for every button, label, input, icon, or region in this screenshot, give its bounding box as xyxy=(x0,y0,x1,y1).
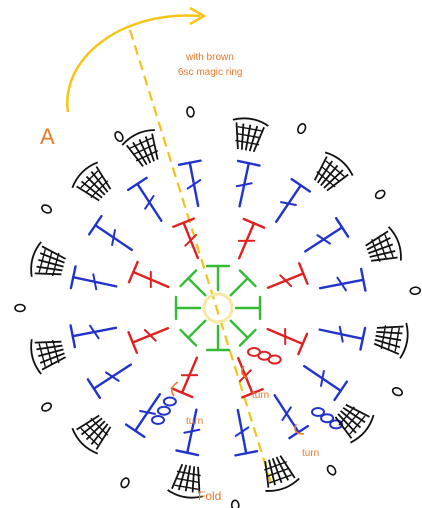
shell-cluster xyxy=(71,161,112,202)
chain-stitch-icon xyxy=(297,122,307,135)
shell-cluster xyxy=(263,455,300,492)
chain-stitch-icon xyxy=(311,407,344,430)
note-line-1: with brown xyxy=(185,52,234,63)
round2-stitch xyxy=(266,327,309,356)
round3-stitch xyxy=(274,177,312,223)
chain-stitch-icon xyxy=(114,131,124,142)
chain-stitch-icon xyxy=(151,396,177,425)
turn-label-2: turn xyxy=(252,390,269,401)
round3-stitch xyxy=(318,325,367,351)
round2-stitch xyxy=(237,356,264,399)
round3-stitch xyxy=(273,394,310,440)
chain-stitch-icon xyxy=(374,189,386,200)
round2-stitch xyxy=(266,262,309,289)
shell-cluster xyxy=(71,414,112,455)
round2-stitch xyxy=(170,356,199,399)
round3-stitch xyxy=(234,408,259,457)
curved-arrow-icon xyxy=(66,14,201,113)
round1-stitch xyxy=(229,269,257,297)
round1-stitch xyxy=(179,319,207,347)
arrowhead xyxy=(189,6,207,26)
section-letter: A xyxy=(40,124,55,149)
round3-stitch xyxy=(235,159,261,208)
round1-stitch xyxy=(174,295,202,321)
round1-stitch xyxy=(179,269,207,297)
chain-stitch-icon xyxy=(120,477,130,489)
fold-label: Fold xyxy=(198,489,221,503)
magic-ring xyxy=(202,292,234,324)
chain-stitch-icon xyxy=(14,303,26,313)
round3-stitch xyxy=(126,176,163,222)
shell-cluster xyxy=(121,129,159,167)
turn-arrow-icon xyxy=(240,365,249,379)
round3-stitch xyxy=(303,364,349,402)
shell-cluster xyxy=(373,322,409,359)
round1-stitch xyxy=(205,324,231,352)
round2-stitch xyxy=(127,327,170,354)
shell-cluster xyxy=(334,403,375,444)
round1-stitch xyxy=(234,295,262,321)
shell-cluster xyxy=(365,226,402,263)
turn-arrow-icon xyxy=(294,423,305,435)
round3-stitch xyxy=(87,214,133,252)
round3-stitch xyxy=(177,159,202,208)
chain-stitch-icon xyxy=(391,387,404,397)
round1-stitch xyxy=(205,264,231,292)
round2-stitch xyxy=(127,260,170,289)
chain-stitches xyxy=(151,347,344,430)
shell-cluster xyxy=(313,151,354,192)
shell-cluster xyxy=(167,463,204,499)
round3-stitch xyxy=(175,408,201,457)
shell-cluster xyxy=(232,117,269,153)
chain-stitch-icon xyxy=(41,402,52,412)
turn-arrow-icon xyxy=(170,381,179,397)
stitch-symbols xyxy=(69,159,367,457)
chain-stitch-icon xyxy=(230,499,240,508)
turn-label-3: turn xyxy=(302,448,319,459)
turn-label-1: turn xyxy=(186,416,203,427)
chain-stitch-icon xyxy=(41,204,52,214)
round1-stitch xyxy=(229,319,257,347)
round3-stitch xyxy=(69,324,118,349)
round2-stitch xyxy=(172,217,199,260)
chain-stitch-icon xyxy=(326,464,337,476)
shell-cluster xyxy=(30,339,66,375)
note-line-2: 6sc magic ring xyxy=(178,67,242,78)
round2-stitch xyxy=(237,217,266,260)
round3-stitch xyxy=(86,363,132,400)
round3-stitch xyxy=(304,216,350,253)
round3-stitch xyxy=(318,267,367,292)
chain-stitch-icon xyxy=(186,106,195,118)
shell-cluster xyxy=(30,241,66,277)
chain-stitch-icon xyxy=(247,347,282,365)
outer-shell-round xyxy=(14,106,422,508)
chain-stitch-icon xyxy=(409,286,422,296)
round3-stitch xyxy=(124,393,162,439)
round3-stitch xyxy=(69,265,118,291)
